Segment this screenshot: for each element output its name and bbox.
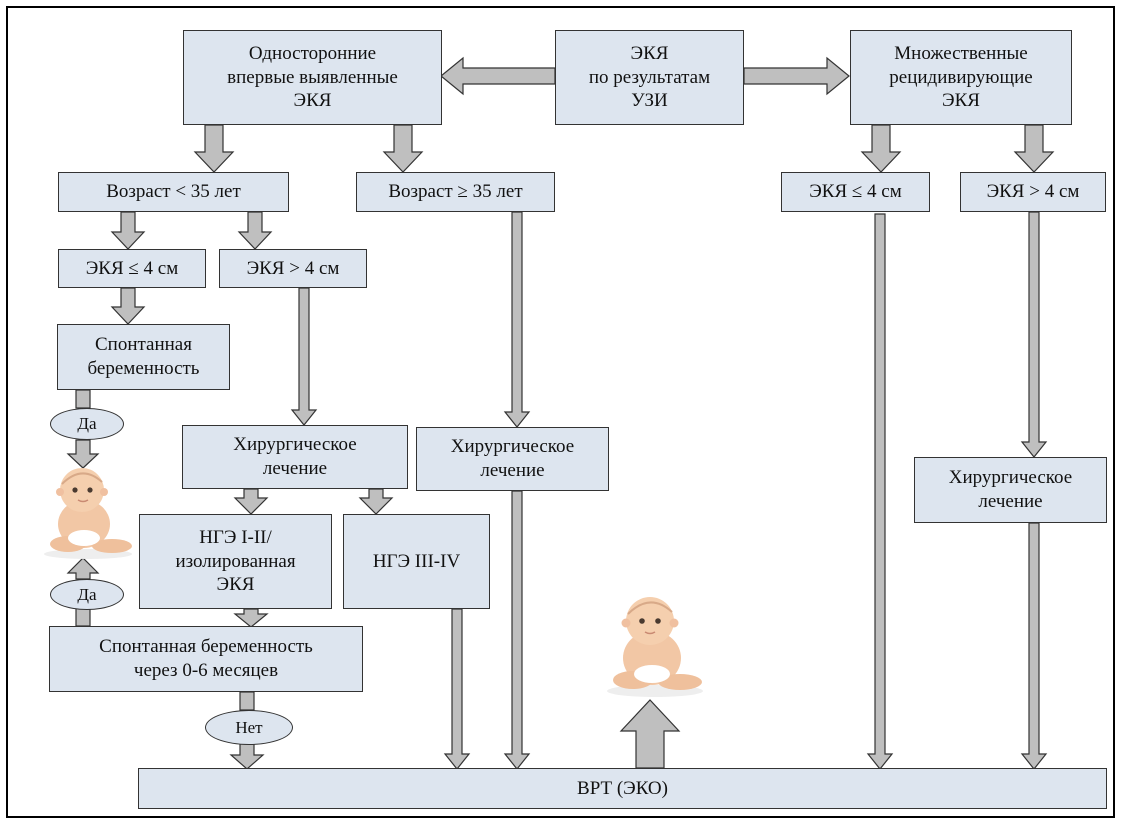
- spontaneous-pregnancy-6m-box: Спонтанная беременность через 0-6 месяце…: [49, 626, 363, 692]
- baby-image-left: [44, 468, 132, 559]
- arrow-large-to-surgery: [290, 287, 318, 426]
- arrow-right-large-to-surgery: [1020, 211, 1048, 458]
- arrow-art-to-baby: [619, 699, 681, 769]
- spontaneous-pregnancy-box: Спонтанная беременность: [57, 324, 230, 390]
- surgery-right-box: Хирургическое лечение: [914, 457, 1107, 523]
- stem-spontaneous2-to-yes: [75, 607, 91, 627]
- multiple-recurrent-cysts-box: Множественные рецидивирующие ЭКЯ: [850, 30, 1072, 125]
- age-over-35-box: Возраст ≥ 35 лет: [356, 172, 555, 212]
- baby-image-center: [607, 597, 703, 697]
- arrow-nge34-to-art: [443, 608, 471, 770]
- left-cyst-small-box: ЭКЯ ≤ 4 см: [58, 249, 206, 288]
- stem-spontaneous2-to-no: [239, 691, 255, 711]
- stem-spontaneous-to-yes: [75, 389, 91, 409]
- arrow-multiple-to-large: [1013, 124, 1055, 173]
- arrow-surgery-mid-to-art: [503, 490, 531, 770]
- arrow-age-to-left-large: [237, 211, 273, 250]
- arrow-yes-to-baby: [66, 439, 100, 469]
- left-cyst-large-box: ЭКЯ > 4 см: [219, 249, 367, 288]
- nge-1-2-box: НГЭ I-II/ изолированная ЭКЯ: [139, 514, 332, 609]
- arrow-right-small-to-art: [866, 213, 894, 770]
- arrow-nge12-to-spontaneous: [233, 608, 269, 628]
- arrow-surgery-right-to-art: [1020, 522, 1048, 770]
- arrow-surgery-to-nge34: [358, 488, 394, 515]
- nge-3-4-box: НГЭ III-IV: [343, 514, 490, 609]
- arrow-to-multiple: [743, 56, 850, 96]
- yes-oval-bottom: Да: [50, 579, 124, 610]
- unilateral-cysts-box: Односторонние впервые выявленные ЭКЯ: [183, 30, 442, 125]
- surgery-left-box: Хирургическое лечение: [182, 425, 408, 489]
- yes-oval-top: Да: [50, 408, 124, 440]
- art-ivf-box: ВРТ (ЭКО): [138, 768, 1107, 809]
- arrow-small-to-spontaneous: [110, 287, 146, 325]
- arrow-age-to-left-small: [110, 211, 146, 250]
- arrow-no-to-art: [229, 743, 265, 770]
- arrow-to-unilateral: [440, 56, 556, 96]
- arrow-age-over-to-surgery: [503, 211, 531, 428]
- ultrasound-cysts-box: ЭКЯ по результатам УЗИ: [555, 30, 744, 125]
- right-cyst-large-box: ЭКЯ > 4 см: [960, 172, 1106, 212]
- arrow-unilateral-to-age-under: [193, 124, 235, 173]
- no-oval: Нет: [205, 710, 293, 745]
- arrow-yes-up-to-baby: [66, 557, 100, 580]
- age-under-35-box: Возраст < 35 лет: [58, 172, 289, 212]
- arrow-unilateral-to-age-over: [382, 124, 424, 173]
- arrow-multiple-to-small: [860, 124, 902, 173]
- right-cyst-small-box: ЭКЯ ≤ 4 см: [781, 172, 930, 212]
- surgery-mid-box: Хирургическое лечение: [416, 427, 609, 491]
- arrow-surgery-to-nge12: [233, 488, 269, 515]
